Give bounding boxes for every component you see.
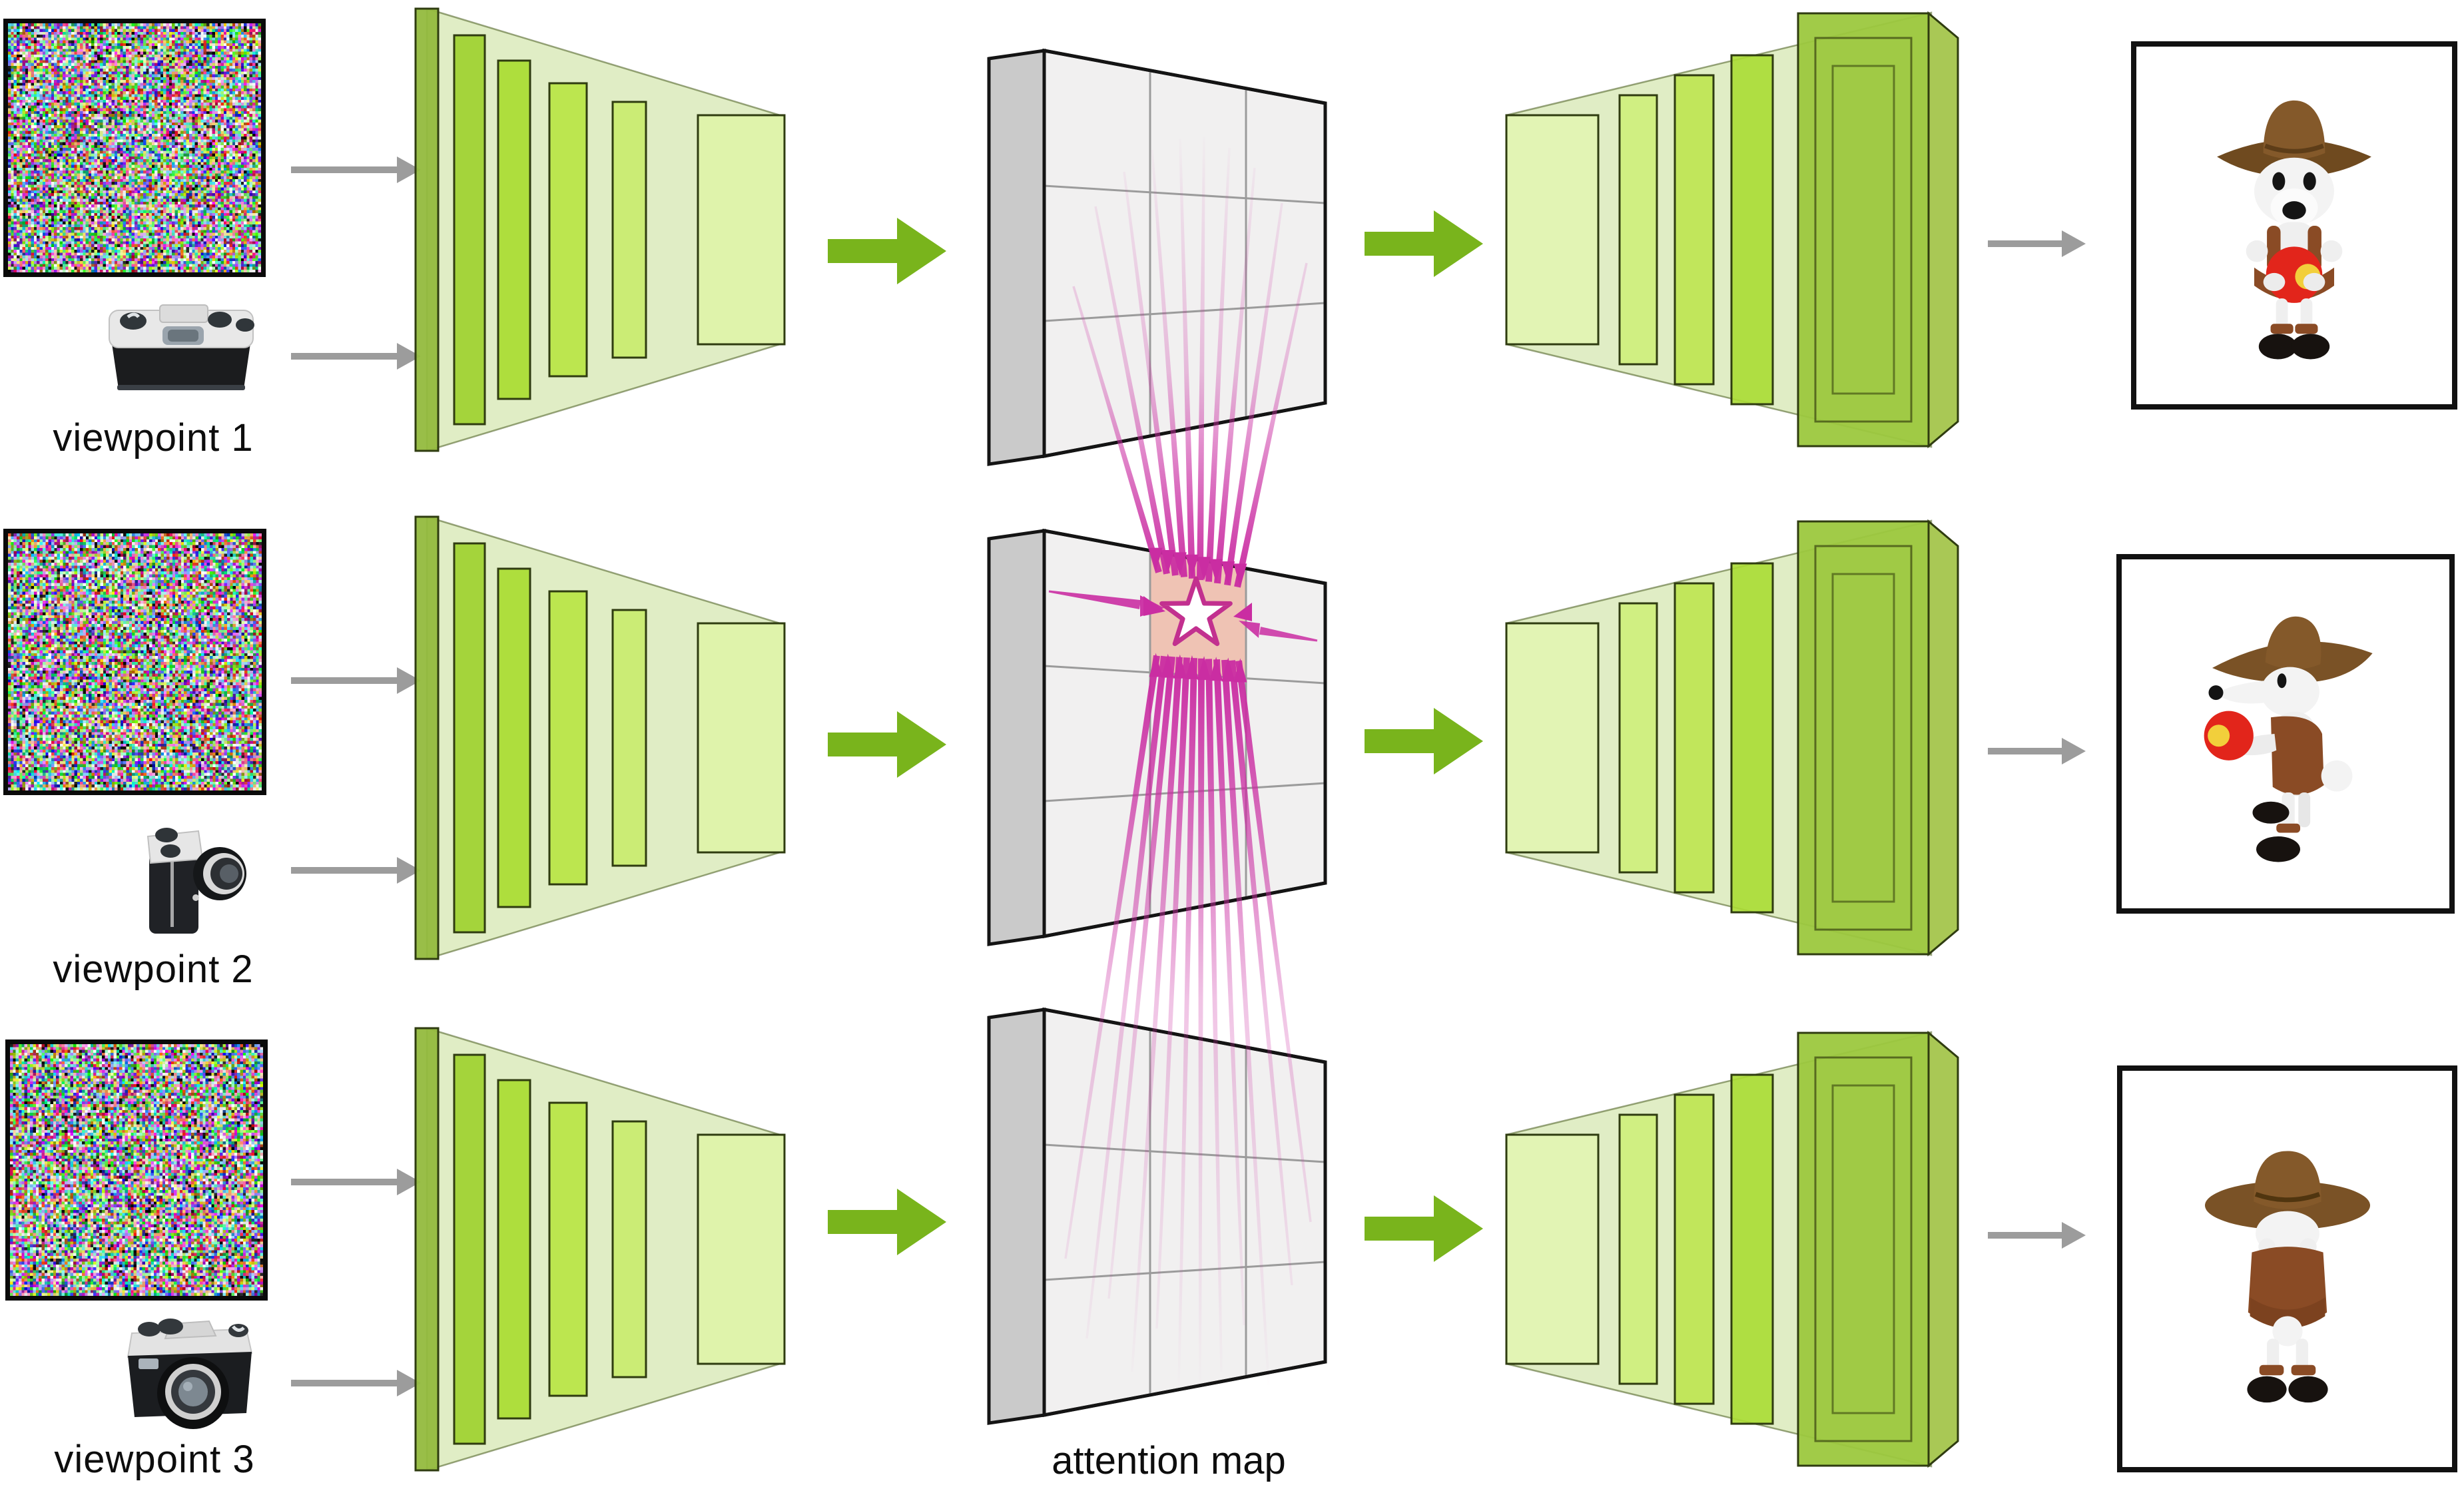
decoder-block-row3 [1505, 1030, 1959, 1468]
viewpoint-3-label: viewpoint 3 [54, 1438, 255, 1481]
camera-front-view-icon [127, 1319, 253, 1429]
character-back-view [2204, 1150, 2370, 1402]
encoder-block-row1 [414, 7, 786, 452]
viewpoint-1-label: viewpoint 1 [53, 416, 254, 459]
output-image-viewpoint-1 [2131, 41, 2457, 410]
encoder-block-row3 [414, 1027, 786, 1472]
attention-starburst [1143, 547, 1252, 683]
viewpoint-2-label: viewpoint 2 [53, 948, 254, 991]
noise-image-viewpoint-2 [3, 529, 266, 795]
character-front-view [2217, 100, 2371, 359]
noise-image-viewpoint-1 [3, 19, 266, 277]
noise-image-viewpoint-3 [5, 1040, 268, 1301]
output-image-viewpoint-3 [2117, 1065, 2457, 1472]
attention-map-label: attention map [1052, 1439, 1286, 1482]
input-arrows [291, 156, 421, 1396]
decoder-block-row2 [1505, 519, 1959, 957]
query-star-icon [1159, 576, 1233, 647]
encoder-block-row2 [414, 515, 786, 960]
output-arrows [1988, 230, 2086, 1249]
camera-top-view-icon [109, 304, 254, 390]
process-arrows [828, 210, 1483, 1262]
output-image-viewpoint-2 [2116, 554, 2455, 914]
camera-side-view-icon [147, 828, 246, 934]
attention-map-bottom [987, 1007, 1327, 1425]
decoder-block-row1 [1505, 11, 1959, 449]
attention-rays [1048, 136, 1318, 1389]
character-side-view [2204, 616, 2373, 862]
